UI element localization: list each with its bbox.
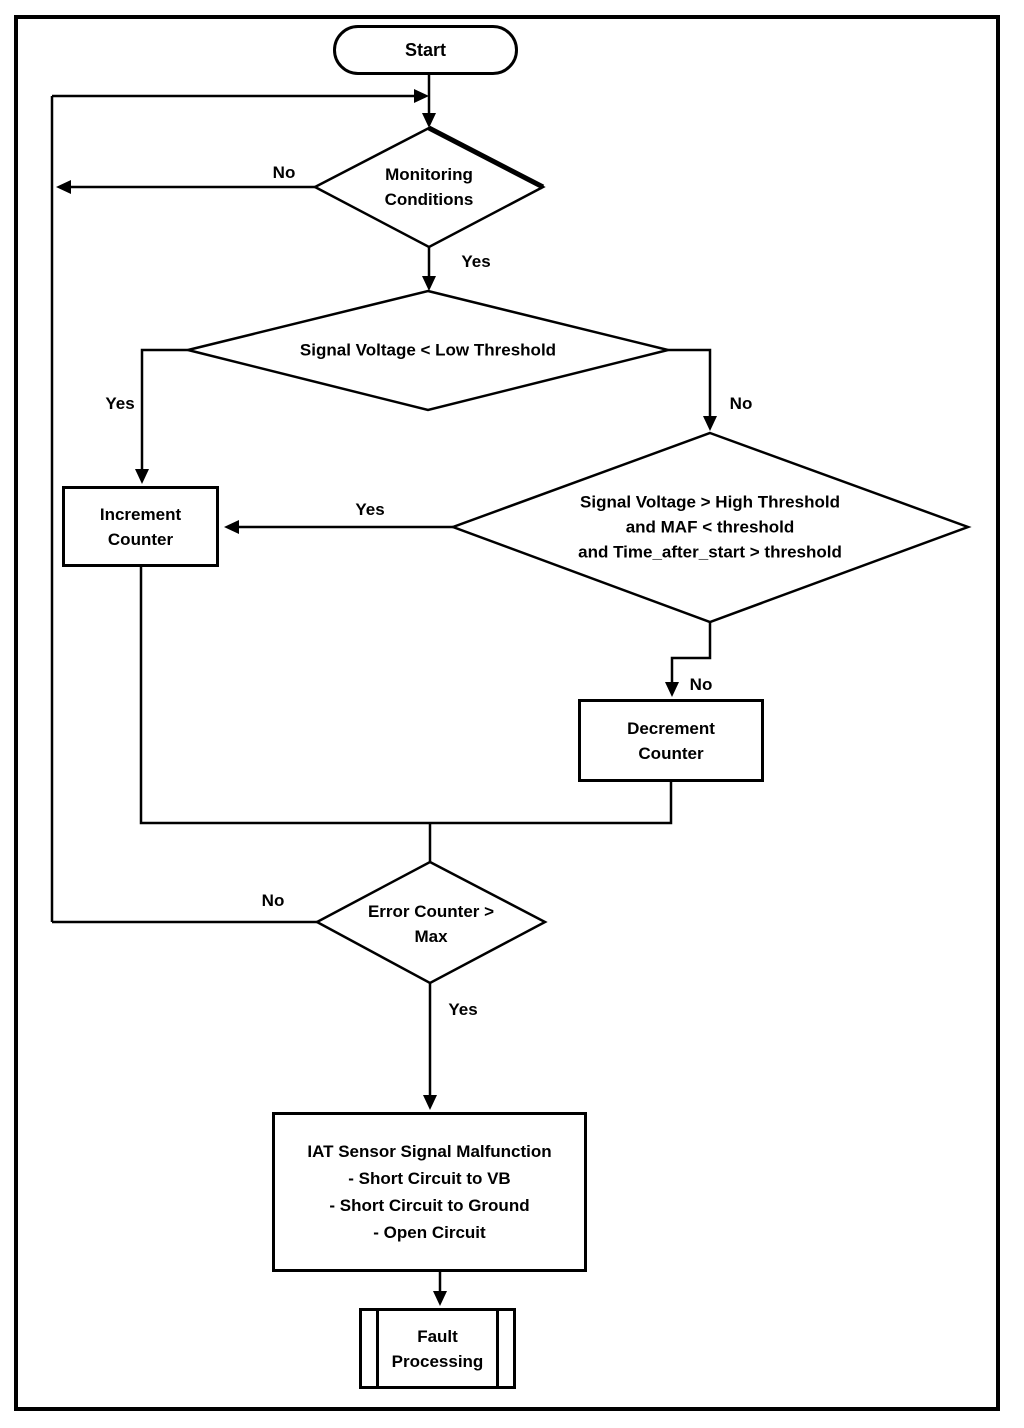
arrowhead-into-decrement [665,682,679,697]
fault-processing-label: Fault Processing [391,1326,484,1371]
fault-processing-node: Fault Processing [359,1308,516,1389]
increment-counter-node: Increment Counter [62,486,219,567]
monitoring-no-label: No [270,163,298,183]
high-threshold-yes-label: Yes [353,500,387,520]
arrowhead-into-fault [433,1291,447,1306]
arrowhead-into-monitoring [422,113,436,128]
high-threshold-decision-shape [449,431,972,624]
edge-merge [139,567,673,825]
arrowhead-into-increment-right [224,520,239,534]
start-label: Start [404,39,446,60]
decrement-counter-node: Decrement Counter [578,699,764,782]
start-node: Start [333,25,518,75]
low-threshold-decision-shape [187,289,669,412]
predefined-process-left-bar [376,1310,379,1387]
error-counter-no-label: No [259,891,287,911]
arrowhead-into-increment-top [135,469,149,484]
low-threshold-decision-label: Signal Voltage < Low Threshold [299,340,557,360]
malfunction-node: IAT Sensor Signal Malfunction - Short Ci… [272,1112,587,1272]
low-threshold-no-label: No [727,394,755,414]
increment-counter-label: Increment Counter [99,504,182,549]
low-threshold-yes-label: Yes [103,394,137,414]
arrowhead-loopback-junction [414,89,429,103]
edge-low-no [668,348,712,427]
monitoring-yes-label: Yes [459,252,493,272]
malfunction-label: IAT Sensor Signal Malfunction - Short Ci… [307,1142,552,1242]
error-counter-decision-shape [314,860,548,985]
high-threshold-no-label: No [687,675,715,695]
edge-low-yes [140,348,188,480]
high-threshold-decision-label: Signal Voltage > High Threshold and MAF … [578,492,842,562]
arrowhead-into-malfunction [423,1095,437,1110]
page-border [14,15,1000,1411]
predefined-process-right-bar [496,1310,499,1387]
error-counter-yes-label: Yes [446,1000,480,1020]
arrowhead-monitoring-no [56,180,71,194]
arrowhead-into-low-threshold [422,276,436,291]
edge-high-no [670,622,712,691]
arrowhead-into-high-threshold [703,416,717,431]
monitoring-bold-edge [427,125,545,190]
decrement-counter-label: Decrement Counter [627,718,715,763]
monitoring-decision-label: Monitoring Conditions [384,165,474,209]
error-counter-decision-label: Error Counter > Max [367,902,495,946]
